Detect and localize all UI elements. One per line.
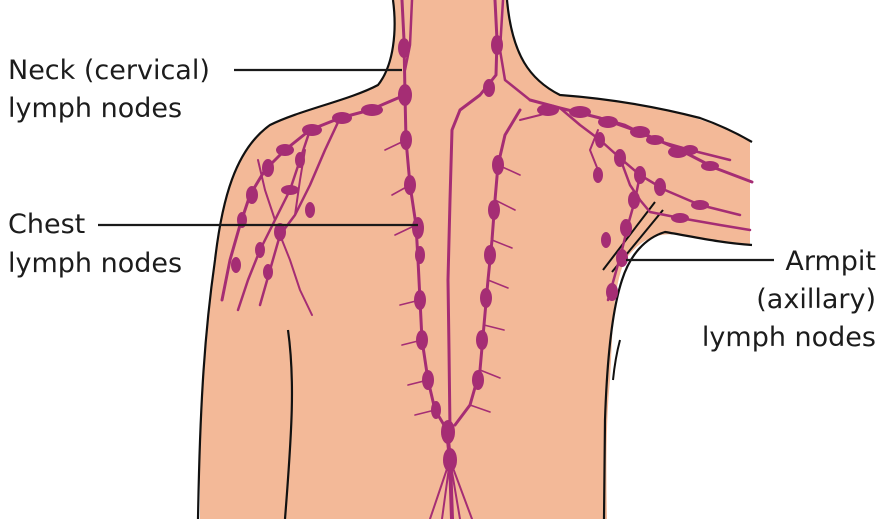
chest-node	[488, 200, 500, 220]
neck-node	[483, 79, 495, 97]
armpit-node	[620, 219, 632, 237]
shoulder-node	[305, 202, 315, 218]
chest-node	[472, 370, 484, 390]
shoulder-node	[595, 132, 605, 148]
chest-node	[416, 330, 428, 350]
cisterna-node	[441, 420, 455, 444]
armpit-node	[606, 283, 618, 301]
shoulder-node	[634, 166, 646, 184]
chest-label-line2: lymph nodes	[8, 248, 182, 279]
chest-node	[422, 370, 434, 390]
chest-node	[480, 288, 492, 308]
armpit-label-line2: (axillary)	[756, 284, 876, 315]
cisterna-node	[443, 448, 457, 472]
armpit-label-line3: lymph nodes	[702, 322, 876, 353]
shoulder-node	[682, 145, 698, 155]
chest-node	[476, 330, 488, 350]
shoulder-node	[537, 104, 559, 116]
neck-node	[398, 38, 410, 58]
chest-node	[431, 401, 441, 419]
shoulder-node	[614, 149, 626, 167]
armpit-label-line1: Armpit	[785, 246, 876, 277]
shoulder-node	[255, 242, 265, 258]
chest-node	[400, 130, 412, 150]
shoulder-node	[332, 112, 352, 124]
shoulder-node	[593, 167, 603, 183]
shoulder-node	[231, 257, 241, 273]
shoulder-node	[361, 104, 383, 116]
chest-node	[484, 245, 496, 265]
armpit-node	[616, 249, 628, 267]
shoulder-node	[654, 178, 666, 196]
shoulder-node	[671, 213, 689, 223]
neck-label-line1: Neck (cervical)	[8, 55, 210, 86]
shoulder-node	[701, 161, 719, 171]
shoulder-node	[246, 186, 258, 204]
shoulder-node	[263, 264, 273, 280]
chest-node	[415, 246, 425, 264]
shoulder-node	[295, 152, 305, 168]
neck-label-line2: lymph nodes	[8, 93, 182, 124]
chest-label-line1: Chest	[8, 209, 85, 240]
chest-node	[492, 155, 504, 175]
right-arm-outline	[604, 232, 752, 519]
right-side-crease	[613, 340, 620, 380]
shoulder-node	[598, 116, 618, 128]
shoulder-node	[262, 159, 274, 177]
neck-node	[491, 35, 503, 55]
shoulder-node	[630, 126, 650, 138]
chest-node	[414, 290, 426, 310]
armpit-node	[628, 191, 640, 209]
shoulder-node	[302, 124, 322, 136]
shoulder-node	[281, 185, 299, 195]
shoulder-node	[691, 200, 709, 210]
shoulder-node	[569, 106, 591, 118]
chest-node	[404, 175, 416, 195]
armpit-node	[601, 232, 611, 248]
label-armpit: Armpit (axillary) lymph nodes	[626, 246, 876, 353]
neck-node	[398, 84, 412, 106]
shoulder-node	[646, 135, 664, 145]
shoulder-node	[276, 144, 294, 156]
chest-node	[412, 217, 424, 239]
